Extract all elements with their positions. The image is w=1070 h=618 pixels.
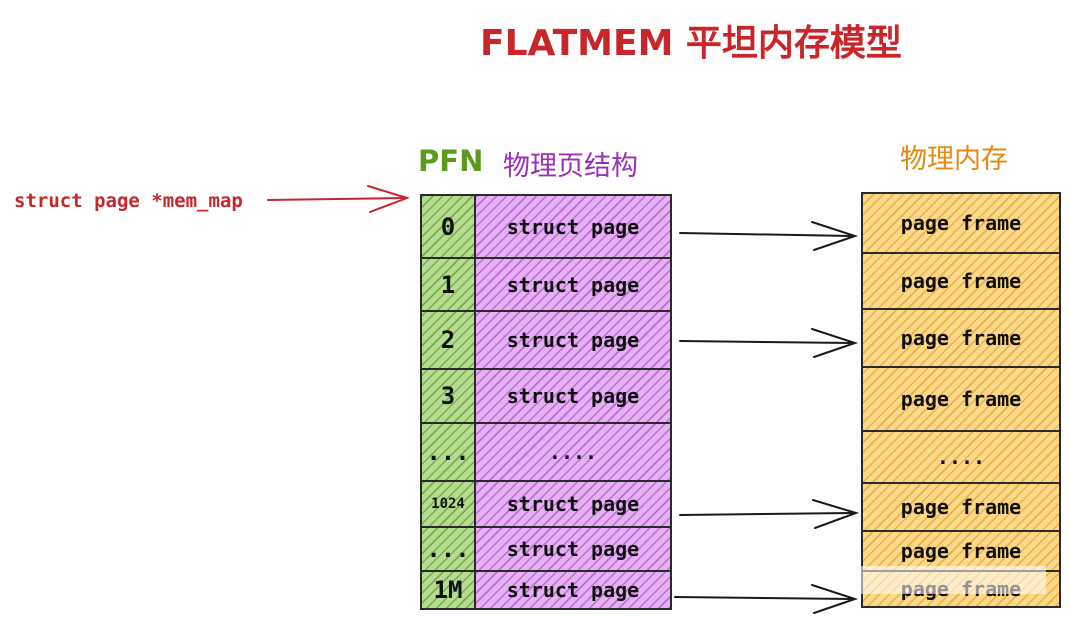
page-frame-cell: page frame xyxy=(863,484,1059,532)
diagram-title: FLATMEM 平坦内存模型 xyxy=(480,23,902,64)
struct-page-cell: .... xyxy=(476,424,670,482)
pfn-column: 0 1 2 3 ... 1024 ... 1M xyxy=(420,194,476,610)
mapping-arrow-0 xyxy=(679,221,859,251)
struct-page-cell: struct page xyxy=(476,370,670,424)
page-frame-cell: page frame xyxy=(863,254,1059,310)
physical-memory-header: 物理内存 xyxy=(900,144,1008,175)
page-frame-cell: .... xyxy=(863,432,1059,484)
struct-page-cell: struct page xyxy=(506,578,640,602)
page-frame-column: page frame page frame page frame page fr… xyxy=(861,192,1061,608)
struct-page-cell: struct page xyxy=(476,528,670,572)
pfn-header: PFN xyxy=(418,144,484,178)
watermark-overlay xyxy=(826,566,1046,594)
page-frame-cell: page frame xyxy=(863,194,1059,254)
mapping-arrow-2 xyxy=(679,328,859,358)
page-frame-cell: page frame xyxy=(863,310,1059,368)
struct-page-cell: struct page xyxy=(476,482,670,528)
pfn-cell: 1 xyxy=(422,259,474,312)
page-frame-cell: page frame xyxy=(863,368,1059,432)
mapping-arrow-1024 xyxy=(679,499,860,529)
struct-page-cell: struct page xyxy=(476,259,670,312)
pfn-cell: 1M xyxy=(433,576,463,604)
mem-map-pointer-arrow xyxy=(267,185,411,213)
pfn-cell: 0 xyxy=(422,196,474,259)
pfn-cell: 2 xyxy=(422,312,474,370)
struct-page-cell: struct page xyxy=(476,196,670,259)
struct-page-header: 物理页结构 xyxy=(503,151,638,182)
pfn-cell: ... xyxy=(422,424,474,482)
struct-page-cell: struct page xyxy=(476,312,670,370)
pfn-cell: 1024 xyxy=(422,482,474,528)
page-frame-cell: page frame xyxy=(863,532,1059,572)
pfn-cell: 3 xyxy=(422,370,474,424)
mem-map-pointer-label: struct page *mem_map xyxy=(14,190,243,212)
struct-page-column: struct page struct page struct page stru… xyxy=(474,194,672,610)
mapping-arrow-1m xyxy=(674,584,859,614)
pfn-cell: ... xyxy=(422,528,474,572)
